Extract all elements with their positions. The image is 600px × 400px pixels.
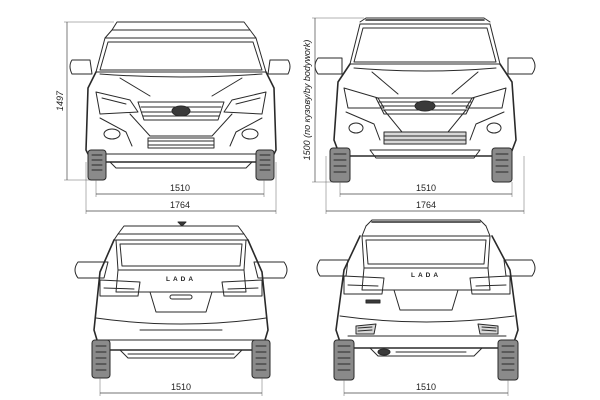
front-standard-dimensions bbox=[64, 21, 277, 214]
rear-standard-dimensions bbox=[99, 378, 263, 396]
rear-view-standard: LADA bbox=[74, 221, 288, 379]
rear-view-cross: LADA bbox=[316, 219, 536, 381]
front-cross-track-label: 1510 bbox=[416, 183, 436, 193]
front-cross-height-label: 1500 (по кузову/by bodywork) bbox=[302, 40, 312, 161]
front-view-standard bbox=[69, 21, 291, 181]
rear-standard-logo-text: LADA bbox=[166, 276, 196, 283]
front-cross-dimensions bbox=[312, 17, 525, 214]
rear-cross-dimensions bbox=[343, 380, 509, 396]
rear-cross-track-label: 1510 bbox=[416, 382, 436, 392]
rear-cross-logo-text: LADA bbox=[411, 272, 441, 279]
front-standard-height-label: 1497 bbox=[55, 90, 65, 111]
front-cross-width-label: 1764 bbox=[416, 200, 436, 210]
front-standard-width-label: 1764 bbox=[170, 200, 190, 210]
front-standard-track-label: 1510 bbox=[170, 183, 190, 193]
rear-standard-track-label: 1510 bbox=[171, 382, 191, 392]
front-view-cross bbox=[314, 17, 536, 183]
